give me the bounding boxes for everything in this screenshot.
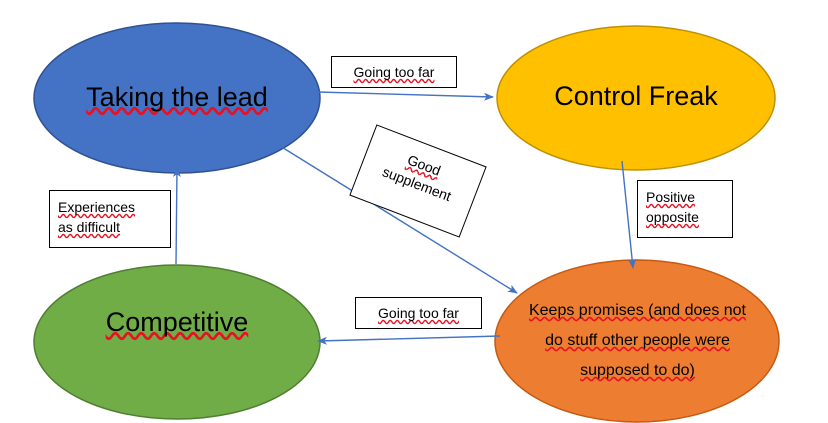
- edge-label-going-too-far-bottom[interactable]: Going too far: [355, 297, 482, 329]
- node-control-freak[interactable]: [496, 25, 776, 171]
- edge-label-experiences-as-difficult[interactable]: Experiences as difficult: [49, 190, 171, 248]
- node-keeps-promises[interactable]: [494, 259, 780, 423]
- node-taking-the-lead[interactable]: [33, 22, 321, 174]
- edge-label-text-as-difficult: as difficult: [58, 219, 120, 235]
- edge-label-text-going-too-far-top: Going too far: [353, 64, 435, 80]
- arrow-control-to-keeps: [621, 160, 637, 269]
- arrow-lead-to-keeps: [271, 140, 518, 294]
- arrow-competitive-to-lead: [172, 167, 181, 265]
- arrow-lead-to-control: [317, 91, 494, 101]
- edge-label-text-positive: Positive: [646, 189, 696, 205]
- edge-label-text-going-too-far-bottom: Going too far: [378, 305, 459, 321]
- edge-label-text-opposite: opposite: [646, 209, 699, 225]
- arrow-keeps-to-competitive: [317, 335, 501, 345]
- edge-label-positive-opposite[interactable]: Positive opposite: [637, 180, 733, 238]
- edge-label-going-too-far-top[interactable]: Going too far: [331, 56, 457, 88]
- edge-label-text-experiences: Experiences: [58, 199, 136, 215]
- node-competitive[interactable]: [33, 264, 321, 420]
